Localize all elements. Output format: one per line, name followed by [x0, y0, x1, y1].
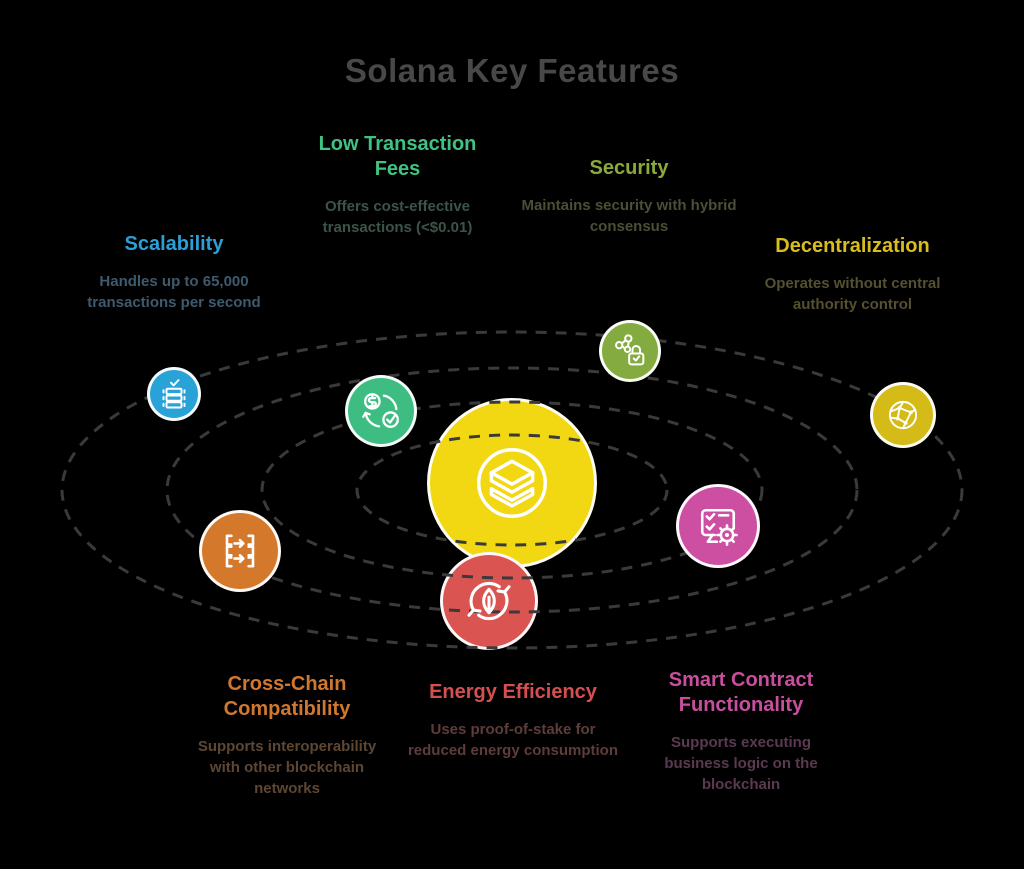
- feature-title: Security: [589, 157, 669, 179]
- feature-title: Energy Efficiency: [429, 681, 597, 703]
- feature-description: Supports executing business logic on the…: [664, 734, 818, 793]
- checklist-gear-icon: [700, 508, 738, 546]
- feature-description: Operates without central authority contr…: [764, 275, 941, 313]
- data-transfer-icon: [225, 534, 255, 568]
- scalability-circle: [147, 367, 201, 421]
- cross-chain-compatibility-circle: [199, 510, 281, 592]
- feature-title: Scalability: [124, 233, 224, 255]
- feature-description: Maintains security with hybrid consensus: [521, 197, 737, 235]
- feature-title: Decentralization: [775, 235, 930, 257]
- feature-description: Uses proof-of-stake for reduced energy c…: [407, 721, 619, 759]
- globe-network-icon: [888, 400, 918, 430]
- feature-description: Offers cost-effective transactions (<$0.…: [322, 198, 473, 236]
- feature-title: Cross-Chain Compatibility: [223, 673, 351, 720]
- dollar-refresh-check-icon: [362, 393, 399, 428]
- feature-label-smart-contract-functionality: Smart Contract Functionality Supports ex…: [645, 668, 837, 795]
- feature-title: Low Transaction Fees: [318, 133, 477, 180]
- feature-label-decentralization: Decentralization Operates without centra…: [740, 234, 965, 315]
- server-check-icon: [162, 379, 186, 409]
- low-transaction-fees-circle: [345, 375, 417, 447]
- feature-label-security: Security Maintains security with hybrid …: [518, 156, 740, 237]
- security-circle: [599, 320, 661, 382]
- page-title: Solana Key Features: [344, 52, 680, 89]
- decentralization-circle: [870, 382, 936, 448]
- feature-label-scalability: Scalability Handles up to 65,000 transac…: [60, 232, 288, 313]
- feature-description: Supports interoperability with other blo…: [197, 738, 377, 797]
- feature-label-cross-chain-compatibility: Cross-Chain Compatibility Supports inter…: [192, 672, 382, 799]
- smart-contract-functionality-circle: [676, 484, 760, 568]
- feature-title: Smart Contract Functionality: [668, 669, 814, 716]
- feature-label-low-transaction-fees: Low Transaction Fees Offers cost-effecti…: [295, 132, 500, 238]
- network-lock-icon: [614, 334, 645, 366]
- feature-label-energy-efficiency: Energy Efficiency Uses proof-of-stake fo…: [405, 680, 621, 761]
- feature-description: Handles up to 65,000 transactions per se…: [87, 273, 261, 311]
